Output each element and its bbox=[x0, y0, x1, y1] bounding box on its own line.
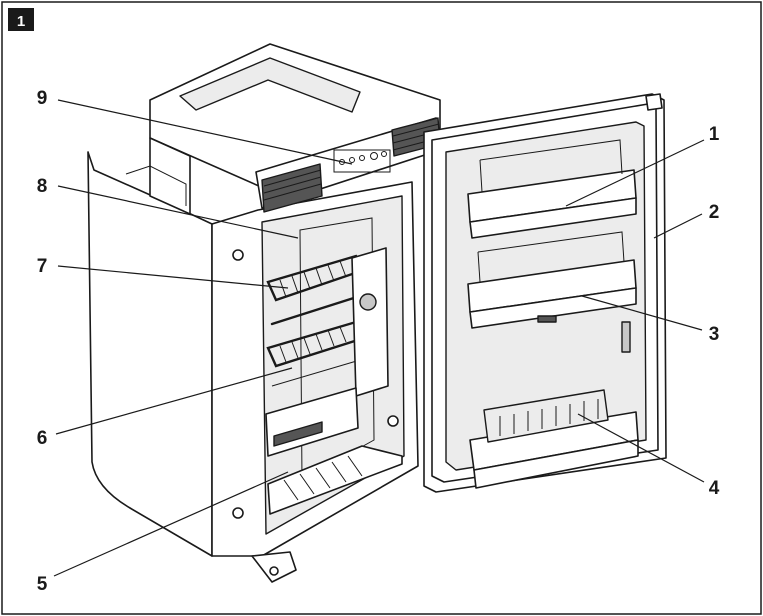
door-latch bbox=[622, 322, 630, 352]
cabinet-screw-right bbox=[388, 416, 398, 426]
cabinet-screw-upper bbox=[233, 250, 243, 260]
shelf-support-rail bbox=[352, 248, 388, 396]
callout-4: 4 bbox=[709, 478, 720, 499]
cabinet-screw-lower bbox=[233, 508, 243, 518]
door-hinge-top bbox=[646, 94, 662, 110]
refrigerator-door bbox=[424, 94, 666, 492]
foot-screw bbox=[270, 567, 278, 575]
callout-7: 7 bbox=[37, 256, 48, 277]
callout-8: 8 bbox=[37, 176, 48, 197]
callout-6: 6 bbox=[37, 428, 48, 449]
callout-1: 1 bbox=[709, 124, 720, 145]
callout-3: 3 bbox=[709, 324, 720, 345]
callout-2: 2 bbox=[709, 202, 720, 223]
figure-number: 1 bbox=[17, 13, 25, 30]
callout-5: 5 bbox=[37, 574, 48, 595]
figure-number-badge: 1 bbox=[8, 8, 34, 31]
rail-knob bbox=[360, 294, 376, 310]
callout-9: 9 bbox=[37, 88, 48, 109]
